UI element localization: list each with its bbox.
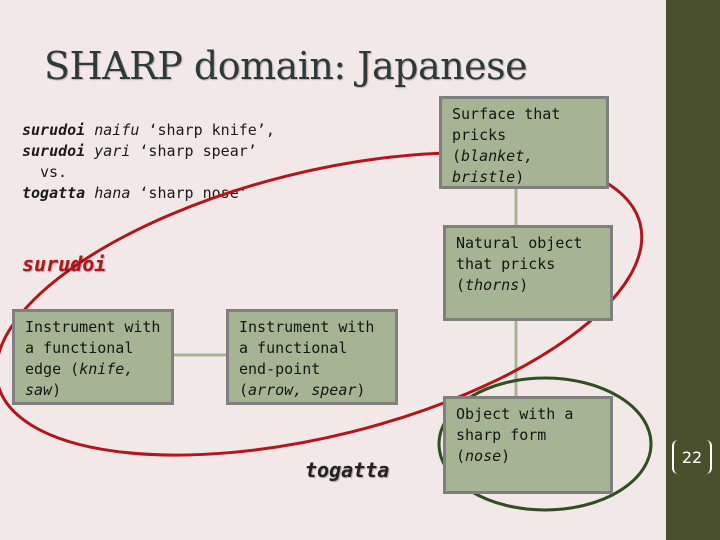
example-word: surudoi	[22, 142, 86, 160]
slide-title: SHARP domain: Japanese	[44, 44, 528, 88]
example-word: togatta	[22, 184, 86, 202]
box-example: arrow, spear	[248, 381, 357, 399]
box-instrument-point: Instrument with a functional end-point (…	[226, 309, 398, 405]
togatta-label: togatta	[305, 458, 390, 482]
example-word: surudoi	[22, 121, 86, 139]
example-noun: naifu	[94, 121, 140, 139]
box-text: Surface that pricks	[452, 105, 561, 144]
box-example: thorns	[465, 276, 520, 294]
example-noun: hana	[94, 184, 131, 202]
example-line-2: surudoi yari ‘sharp spear’	[22, 141, 275, 162]
examples-block: surudoi naifu ‘sharp knife’, surudoi yar…	[22, 120, 275, 204]
box-natural-object: Natural object that pricks (thorns)	[443, 225, 613, 321]
box-example: blanket, bristle	[452, 147, 534, 186]
example-gloss: ‘sharp knife’,	[148, 121, 275, 139]
box-instrument-edge: Instrument with a functional edge (knife…	[12, 309, 174, 405]
box-text: Natural object that pricks	[456, 234, 583, 273]
example-gloss: ‘sharp spear’	[139, 142, 257, 160]
box-surface-that-pricks: Surface that pricks (blanket, bristle)	[439, 96, 609, 189]
box-text: Object with a sharp form	[456, 405, 574, 444]
page-number: 22	[681, 447, 703, 467]
box-text: Instrument with a functional edge	[25, 318, 161, 378]
box-sharp-form-object: Object with a sharp form (nose)	[443, 396, 613, 494]
example-noun: yari	[94, 142, 131, 160]
example-vs: vs.	[40, 163, 68, 181]
example-gloss: ‘sharp nose’	[139, 184, 248, 202]
box-example: knife, saw	[25, 360, 134, 399]
example-line-1: surudoi naifu ‘sharp knife’,	[22, 120, 275, 141]
page-number-bracket	[672, 440, 712, 474]
example-line-3: togatta hana ‘sharp nose’	[22, 183, 275, 204]
box-example: nose	[465, 447, 502, 465]
surudoi-label: surudoi	[22, 252, 107, 276]
box-text: Instrument with a functional end-point	[239, 318, 375, 378]
